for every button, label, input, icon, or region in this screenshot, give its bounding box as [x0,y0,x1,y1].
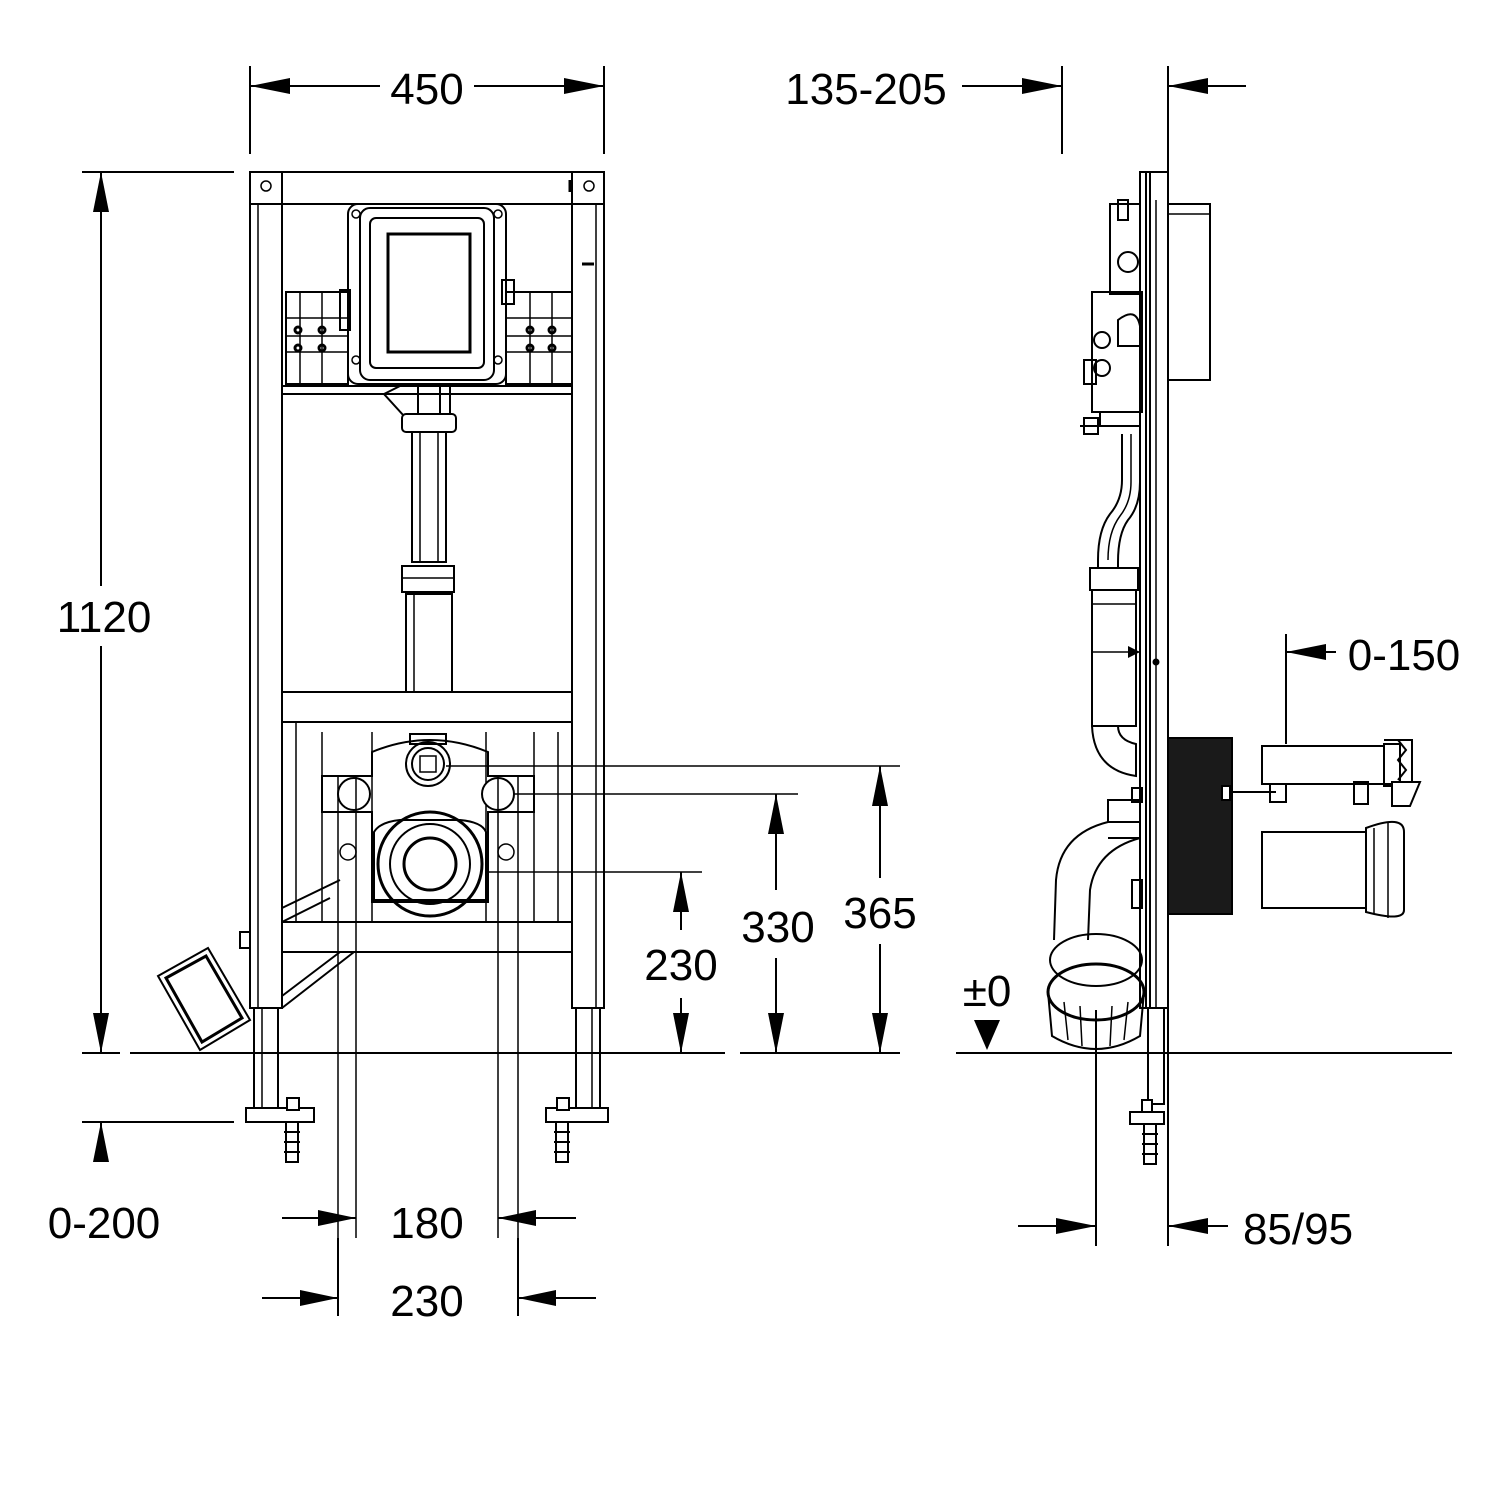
dim-180 [282,1210,576,1226]
side-cistern [1080,199,1211,435]
label-foot-adjust: 0-200 [48,1199,161,1248]
flush-pipe [382,383,457,693]
dim-230-horizontal [262,1238,596,1316]
front-view [82,66,900,1316]
side-waste-elbow [1046,787,1146,1050]
cistern-brackets [285,291,573,385]
label-feed-height-low: 330 [741,903,814,952]
dim-0-150 [1285,634,1336,744]
label-floor-level: ±0 [963,967,1012,1016]
frame-crossbars [281,385,573,953]
label-total-height: 1120 [57,593,152,642]
label-feed-height-high: 365 [843,889,916,938]
dim-85-95 [1018,1010,1228,1246]
frame-feet [245,1007,609,1163]
label-pipe-spacing-inner: 180 [390,1199,463,1248]
side-flush-pipe [1089,434,1160,778]
dim-0-200 [82,1121,234,1162]
label-pipe-spacing-outer: 230 [390,1277,463,1326]
lower-mount [281,722,559,1238]
dimension-labels: 450 135-205 1120 0-200 180 230 230 330 3… [48,65,1461,1326]
side-motor-unit [1167,737,1276,915]
dim-heights [446,765,900,1054]
waste-stub [156,931,252,1052]
side-view [956,66,1452,1246]
dim-135-205 [962,78,1246,94]
dim-450 [249,66,605,154]
cistern [339,203,515,385]
label-drain-axis-offset: 85/95 [1243,1205,1353,1254]
side-frame [1129,171,1169,1165]
label-bowl-offset: 0-150 [1348,631,1461,680]
label-frame-width: 450 [390,65,463,114]
label-drain-height: 230 [644,941,717,990]
dim-1120 [82,171,234,1054]
label-wall-depth: 135-205 [785,65,946,114]
side-bowl-connection [1261,739,1422,918]
floor-level-marker [974,1020,1000,1050]
